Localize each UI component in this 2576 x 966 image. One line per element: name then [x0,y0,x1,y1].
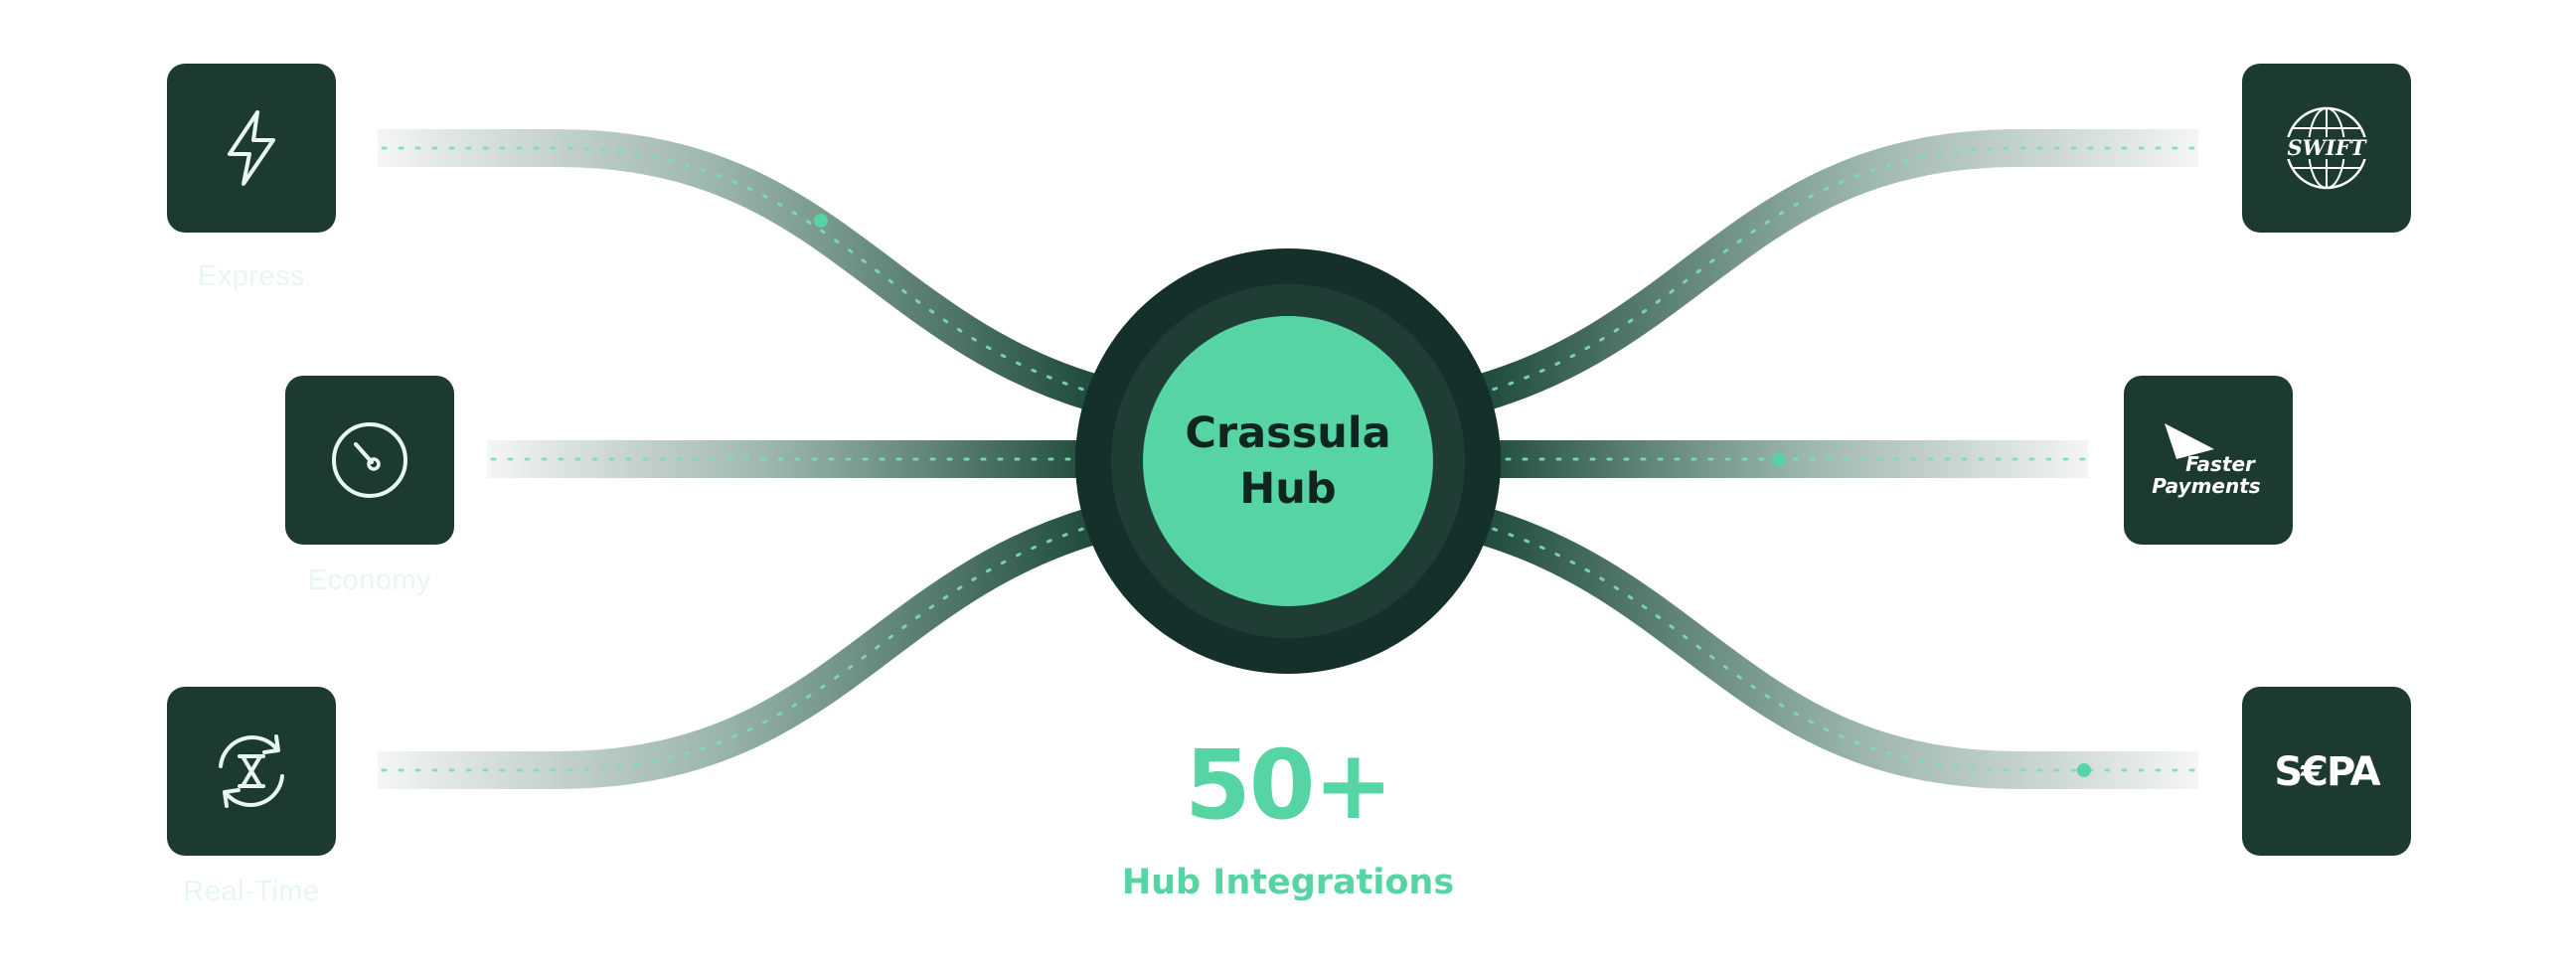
faster-logo-line2: Payments [2152,474,2261,498]
link-express [378,129,1099,411]
sepa-logo-icon: S€PA [2274,749,2382,795]
pulse-dot [1772,453,1786,467]
integrations-label: Hub Integrations [1121,863,1455,902]
swift-logo-icon: SWIFT [2285,106,2368,190]
hub-title-line1: Crassula [1185,408,1391,458]
economy-tile[interactable] [285,376,454,545]
pulse-dot [2077,763,2091,777]
express-label: Express [197,260,306,292]
realtime-tile[interactable] [167,687,336,856]
hub-title-line2: Hub [1239,464,1337,514]
gauge-icon [332,422,407,498]
swift-tile[interactable]: SWIFT [2242,64,2411,233]
express-tile[interactable] [167,64,336,233]
link-realtime [378,507,1099,789]
sepa-tile[interactable]: S€PA [2242,687,2411,856]
realtime-label: Real-Time [183,876,320,907]
economy-label: Economy [307,564,432,596]
link-swift [1477,129,2198,411]
link-sepa [1477,507,2198,789]
faster-payments-logo-icon: Faster Payments [2152,423,2261,498]
hourglass-refresh-icon [219,734,284,808]
hub-core[interactable]: Crassula Hub [1143,316,1433,606]
sepa-logo-text: S€PA [2274,749,2380,795]
faster-logo-line1: Faster [2185,452,2256,476]
pulse-dot [814,214,828,228]
faster-payments-tile[interactable]: Faster Payments [2124,376,2293,545]
swift-logo-text: SWIFT [2287,135,2366,160]
integrations-count: 50+ [1184,729,1393,841]
lightning-bolt-icon [228,110,275,186]
